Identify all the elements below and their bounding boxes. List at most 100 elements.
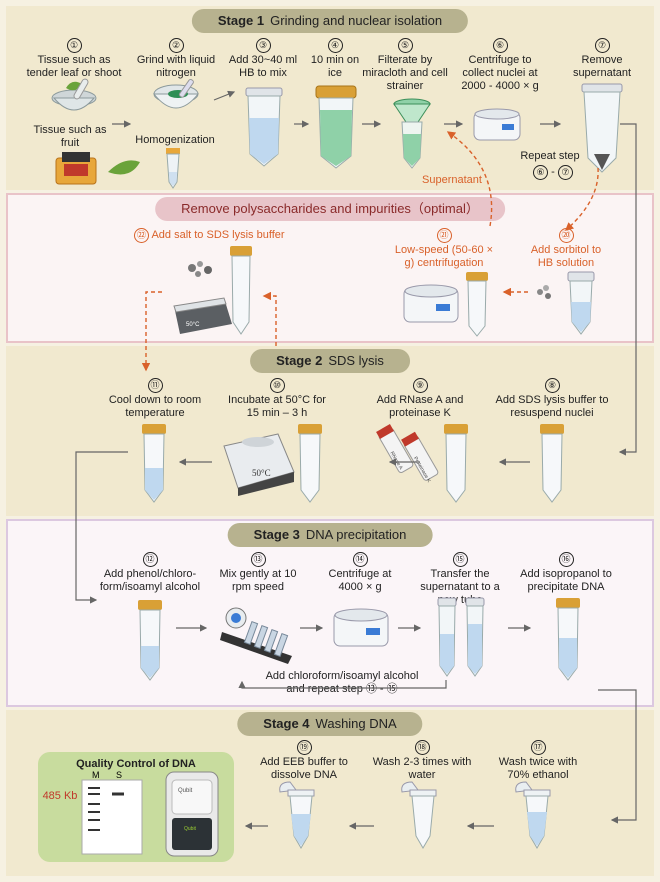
step-4-text: 10 min on ice — [310, 54, 360, 79]
salt-tube-icon — [230, 246, 252, 335]
phenol-tube-icon — [138, 600, 162, 681]
step-2b-text: Homogenization — [135, 134, 215, 146]
ethanol-microtube-icon — [515, 781, 551, 849]
lane-m-label: M — [92, 770, 100, 780]
repeat-13-15-label: Add chloroform/isoamyl alcohol and repea… — [265, 670, 419, 695]
step-1-number: ① — [66, 38, 82, 53]
qubit-device-icon: Qubit Qubit — [165, 771, 219, 857]
step-8-text: Add SDS lysis buffer to resuspend nuclei — [495, 394, 609, 419]
step-2-text: Grind with liquid nitrogen — [136, 54, 216, 79]
liquid-nitrogen-mortar-icon — [152, 78, 200, 109]
transfer-tubes-icon — [437, 597, 485, 677]
step-5: ⑤ Filterate by miracloth and cell strain… — [362, 38, 448, 93]
low-speed-tube-icon — [466, 272, 488, 337]
hb-tube-icon — [245, 87, 283, 167]
low-speed-centrifuge-icon — [403, 284, 459, 323]
step-21-number: ㉑ — [436, 228, 452, 243]
step-16: ⑯ Add isopropanol to precipitate DNA — [514, 552, 618, 594]
step-20: ⑳ Add sorbitol to HB solution — [522, 228, 610, 270]
salt-heater-icon: 50°C — [173, 261, 232, 334]
step-1b-text: Tissue such as fruit — [33, 124, 107, 149]
step-12-text: Add phenol/chloro-form/isoamyl alcohol — [99, 568, 201, 593]
step-18-text: Wash 2-3 times with water — [372, 756, 472, 781]
step-4-number: ④ — [327, 38, 343, 53]
device-brand: Qubit — [178, 788, 193, 794]
heating-block-icon: 50°C — [223, 433, 295, 496]
step-19: ⑲ Add EEB buffer to dissolve DNA — [254, 740, 354, 782]
step-9-text: Add RNase A and proteinase K — [376, 394, 464, 419]
qc-title: Quality Control of DNA — [76, 758, 196, 770]
step-11: ⑪ Cool down to room temperature — [100, 378, 210, 420]
step-2: ② Grind with liquid nitrogen — [136, 38, 216, 80]
step-22: ㉒ Add salt to SDS lysis buffer — [134, 228, 334, 244]
mortar-leaf-icon — [51, 78, 97, 111]
device-screen-brand: Qubit — [184, 826, 197, 832]
step-1: ① Tissue such as tender leaf or shoot — [24, 38, 124, 80]
ice-tube-icon — [315, 85, 357, 169]
step-8-number: ⑧ — [544, 378, 560, 393]
tube-rotator-icon — [220, 607, 292, 664]
heater-label: 50°C — [252, 468, 271, 478]
step-10: ⑩ Incubate at 50°C for 15 min – 3 h — [222, 378, 332, 420]
step-1b: Tissue such as fruit — [30, 124, 110, 150]
heater-small-label: 50°C — [186, 322, 200, 328]
quality-control-box: Quality Control of DNA M S 485 Kb Qubit … — [38, 752, 234, 862]
step-19-number: ⑲ — [296, 740, 312, 755]
step-20-text: Add sorbitol to HB solution — [530, 244, 602, 269]
step-3-text: Add 30~40 ml HB to mix — [228, 54, 298, 79]
step-17-number: ⑰ — [530, 740, 546, 755]
step-10-number: ⑩ — [269, 378, 285, 393]
step-5-text: Filterate by miracloth and cell strainer — [362, 54, 448, 92]
step-21-text: Low-speed (50-60 × g) centrifugation — [394, 244, 494, 269]
cooled-tube-icon — [142, 424, 166, 503]
step-14-text: Centrifuge at 4000 × g — [328, 568, 392, 593]
step-6-text: Centrifuge to collect nuclei at 2000 - 4… — [461, 54, 539, 92]
step-10-text: Incubate at 50°C for 15 min – 3 h — [228, 394, 326, 419]
isopropanol-tube-icon — [556, 598, 580, 681]
step-12-number: ⑫ — [142, 552, 158, 567]
optional-banner: Remove polysaccharides and impurities（op… — [155, 197, 505, 221]
enzyme-vials-icon: RNase A Proteinase K — [376, 424, 439, 484]
step-6-number: ⑥ — [492, 38, 508, 53]
stage3-centrifuge-icon — [333, 608, 389, 647]
step-9-number: ⑨ — [412, 378, 428, 393]
step-15: ⑮ Transfer the supernatant to a new tube — [410, 552, 510, 607]
supernatant-tube-icon — [581, 83, 623, 173]
filter-strainer-icon — [393, 98, 431, 169]
step-18-number: ⑱ — [414, 740, 430, 755]
step-19-text: Add EEB buffer to dissolve DNA — [260, 756, 348, 781]
step-12: ⑫ Add phenol/chloro-form/isoamyl alcohol — [94, 552, 206, 594]
step-2b: Homogenization — [128, 134, 222, 147]
step-17: ⑰ Wash twice with 70% ethanol — [488, 740, 588, 782]
step-11-text: Cool down to room temperature — [108, 394, 202, 419]
water-microtube-icon — [401, 781, 437, 849]
step-7: ⑦ Remove supernatant — [560, 38, 644, 80]
repeat-step-range: ⑥ - ⑦ — [524, 165, 582, 181]
enzyme-tube-icon — [444, 424, 468, 503]
lysis-tube-icon — [540, 424, 564, 503]
step-13-text: Mix gently at 10 rpm speed — [219, 568, 297, 593]
eeb-microtube-icon — [279, 781, 315, 849]
step-13: ⑬ Mix gently at 10 rpm speed — [210, 552, 306, 594]
supernatant-label: Supernatant — [422, 174, 482, 186]
step-21: ㉑ Low-speed (50-60 × g) centrifugation — [394, 228, 494, 270]
step-5-number: ⑤ — [397, 38, 413, 53]
step-14: ⑭ Centrifuge at 4000 × g — [320, 552, 400, 594]
gel-image: M S — [81, 770, 143, 855]
step-22-number: ㉒ — [134, 228, 149, 243]
step-14-number: ⑭ — [352, 552, 368, 567]
lane-s-label: S — [116, 770, 122, 780]
step-2-number: ② — [168, 38, 184, 53]
step-22-text: Add salt to SDS lysis buffer — [151, 229, 285, 241]
step-3: ③ Add 30~40 ml HB to mix — [226, 38, 300, 80]
step-18: ⑱ Wash 2-3 times with water — [372, 740, 472, 782]
step-11-number: ⑪ — [147, 378, 163, 393]
step-4: ④ 10 min on ice — [310, 38, 360, 80]
step-20-number: ⑳ — [558, 228, 574, 243]
step-1-text: Tissue such as tender leaf or shoot — [26, 54, 122, 79]
step-16-text: Add isopropanol to precipitate DNA — [520, 568, 612, 593]
